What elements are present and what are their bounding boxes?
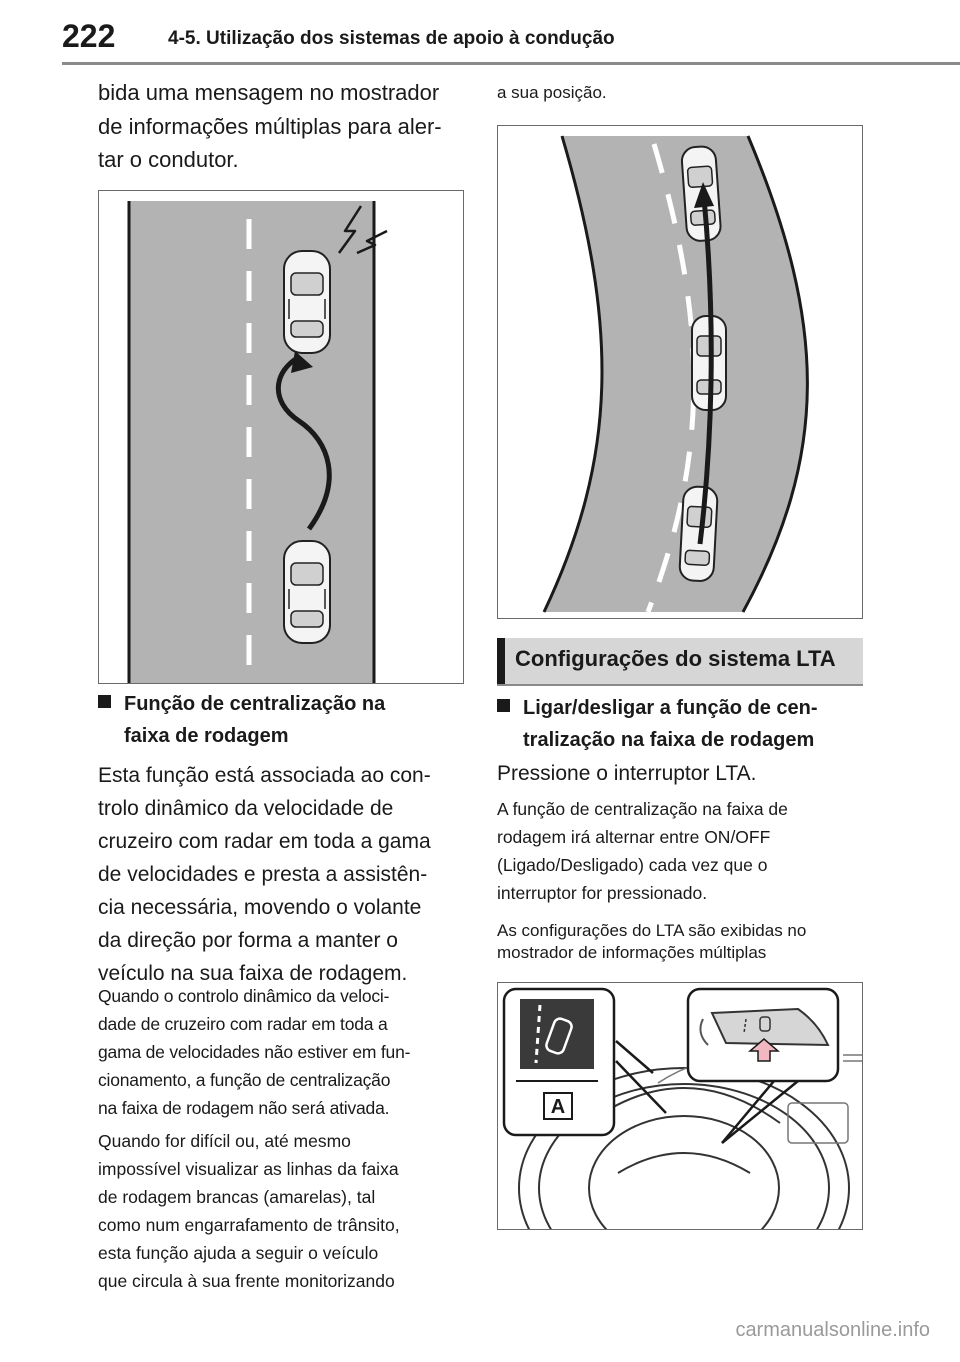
text-line: interruptor for pressionado. [497, 883, 708, 903]
note-cruise-control: Quando o controlo dinâmico da veloci- da… [98, 982, 464, 1122]
lane-marking [645, 143, 697, 613]
text-line: como num engarrafamento de trânsito, [98, 1215, 400, 1235]
lane-centering-description: Esta função está associada ao con- trolo… [98, 759, 464, 990]
subheading-lane-centering: Função de centralização na faixa de roda… [98, 688, 464, 754]
callout-leader-line [615, 1060, 667, 1114]
lane-glyph [534, 1004, 542, 1064]
steering-wheel-icon [518, 1067, 850, 1229]
text-line: Esta função está associada ao con- [98, 764, 431, 787]
text-line: veículo na sua faixa de rodagem. [98, 962, 408, 985]
lane-glyph [743, 1018, 747, 1034]
intro-continuation: a sua posição. [497, 83, 607, 102]
text-line: de informações múltiplas para aler- [98, 113, 442, 139]
text-line: bida uma mensagem no mostrador [98, 80, 440, 105]
text-line: impossível visualizar as linhas da faixa [98, 1159, 399, 1179]
note-lta-display: As configurações do LTA são exibidas no … [497, 920, 863, 964]
subheading-line: Função de centralização na [124, 693, 386, 715]
text-line: A função de centralização na faixa de [497, 799, 788, 819]
text-line: tar o condutor. [98, 147, 239, 172]
text-line: trolo dinâmico da velocidade de [98, 797, 394, 820]
text-line: Quando for difícil ou, até mesmo [98, 1131, 351, 1151]
chapter-title: 4-5. Utilização dos sistemas de apoio à … [168, 28, 615, 49]
subheading-line: faixa de rodagem [124, 725, 289, 747]
text-line: cruzeiro com radar em toda a gama [98, 830, 431, 853]
arrow-head-icon [291, 351, 313, 373]
page-number: 222 [62, 18, 116, 54]
arrow-head-icon [694, 182, 714, 208]
text-line: Quando o controlo dinâmico da veloci- [98, 986, 390, 1006]
lane-departure-figure [98, 190, 464, 684]
text-line: mostrador de informações múltiplas [497, 943, 767, 962]
watermark: carmanualsonline.info [735, 1319, 930, 1341]
road-edge-left [542, 135, 604, 613]
road-edge-right [741, 135, 809, 613]
centering-path-arrow [697, 197, 714, 545]
text-line: da direção por forma a manter o [98, 929, 398, 952]
text-line: dade de cruzeiro com radar em toda a [98, 1014, 388, 1034]
section-divider [497, 684, 863, 686]
dashboard-illustration: A [502, 987, 862, 1229]
text-line: As configurações do LTA são exibidas no [497, 921, 807, 940]
note-toggle: A função de centralização na faixa de ro… [497, 795, 863, 907]
car-icon [283, 540, 331, 644]
section-title: Configurações do sistema LTA [515, 646, 836, 671]
header-divider [62, 62, 960, 65]
text-line: de velocidades e presta a assistên- [98, 863, 428, 886]
square-bullet-icon [497, 699, 510, 712]
text-line: de rodagem brancas (amarelas), tal [98, 1187, 376, 1207]
text-line: (Ligado/Desligado) cada vez que o [497, 855, 768, 875]
callout-leader-line [721, 1080, 799, 1144]
callout-label-box [543, 1092, 573, 1120]
lane-centering-figure [497, 125, 863, 619]
intro-paragraph: bida uma mensagem no mostrador de inform… [98, 76, 464, 177]
text-line: gama de velocidades não estiver em fun- [98, 1042, 411, 1062]
car-icon [678, 485, 719, 582]
note-lane-lines: Quando for difícil ou, até mesmo impossí… [98, 1127, 464, 1295]
callout-leader-line [615, 1040, 654, 1074]
lane-departure-illustration [127, 201, 388, 683]
stalk-icon [699, 1018, 709, 1046]
lane-centering-illustration [542, 135, 809, 613]
subheading-lta-toggle: Ligar/desligar a função de cen- tralizaç… [497, 692, 863, 758]
press-arrow-icon [747, 1038, 781, 1062]
callout-label: A [551, 1096, 565, 1118]
text-line: esta função ajuda a seguir o veículo [98, 1243, 379, 1263]
drift-path-arrow [275, 354, 332, 531]
subheading-line: tralização na faixa de rodagem [523, 729, 815, 751]
car-icon [283, 250, 331, 354]
callout-leader-line [721, 1080, 775, 1144]
square-bullet-icon [98, 695, 111, 708]
lta-switch-figure: A [497, 982, 863, 1230]
subheading-line: Ligar/desligar a função de cen- [523, 697, 818, 719]
lta-switch-glyph [759, 1016, 771, 1032]
lta-instruction: Pressione o interruptor LTA. [497, 762, 757, 785]
text-line: cionamento, a função de centralização [98, 1070, 391, 1090]
section-banner: Configurações do sistema LTA [497, 638, 863, 684]
text-line: na faixa de rodagem não será ativada. [98, 1098, 390, 1118]
text-line: rodagem irá alternar entre ON/OFF [497, 827, 771, 847]
car-glyph [545, 1017, 573, 1055]
warning-lightning-icon [337, 205, 388, 255]
text-line: que circula à sua frente monitorizando [98, 1271, 395, 1291]
text-line: cia necessária, movendo o volante [98, 896, 422, 919]
lta-indicator-icon [520, 999, 594, 1069]
road-surface [544, 136, 808, 612]
